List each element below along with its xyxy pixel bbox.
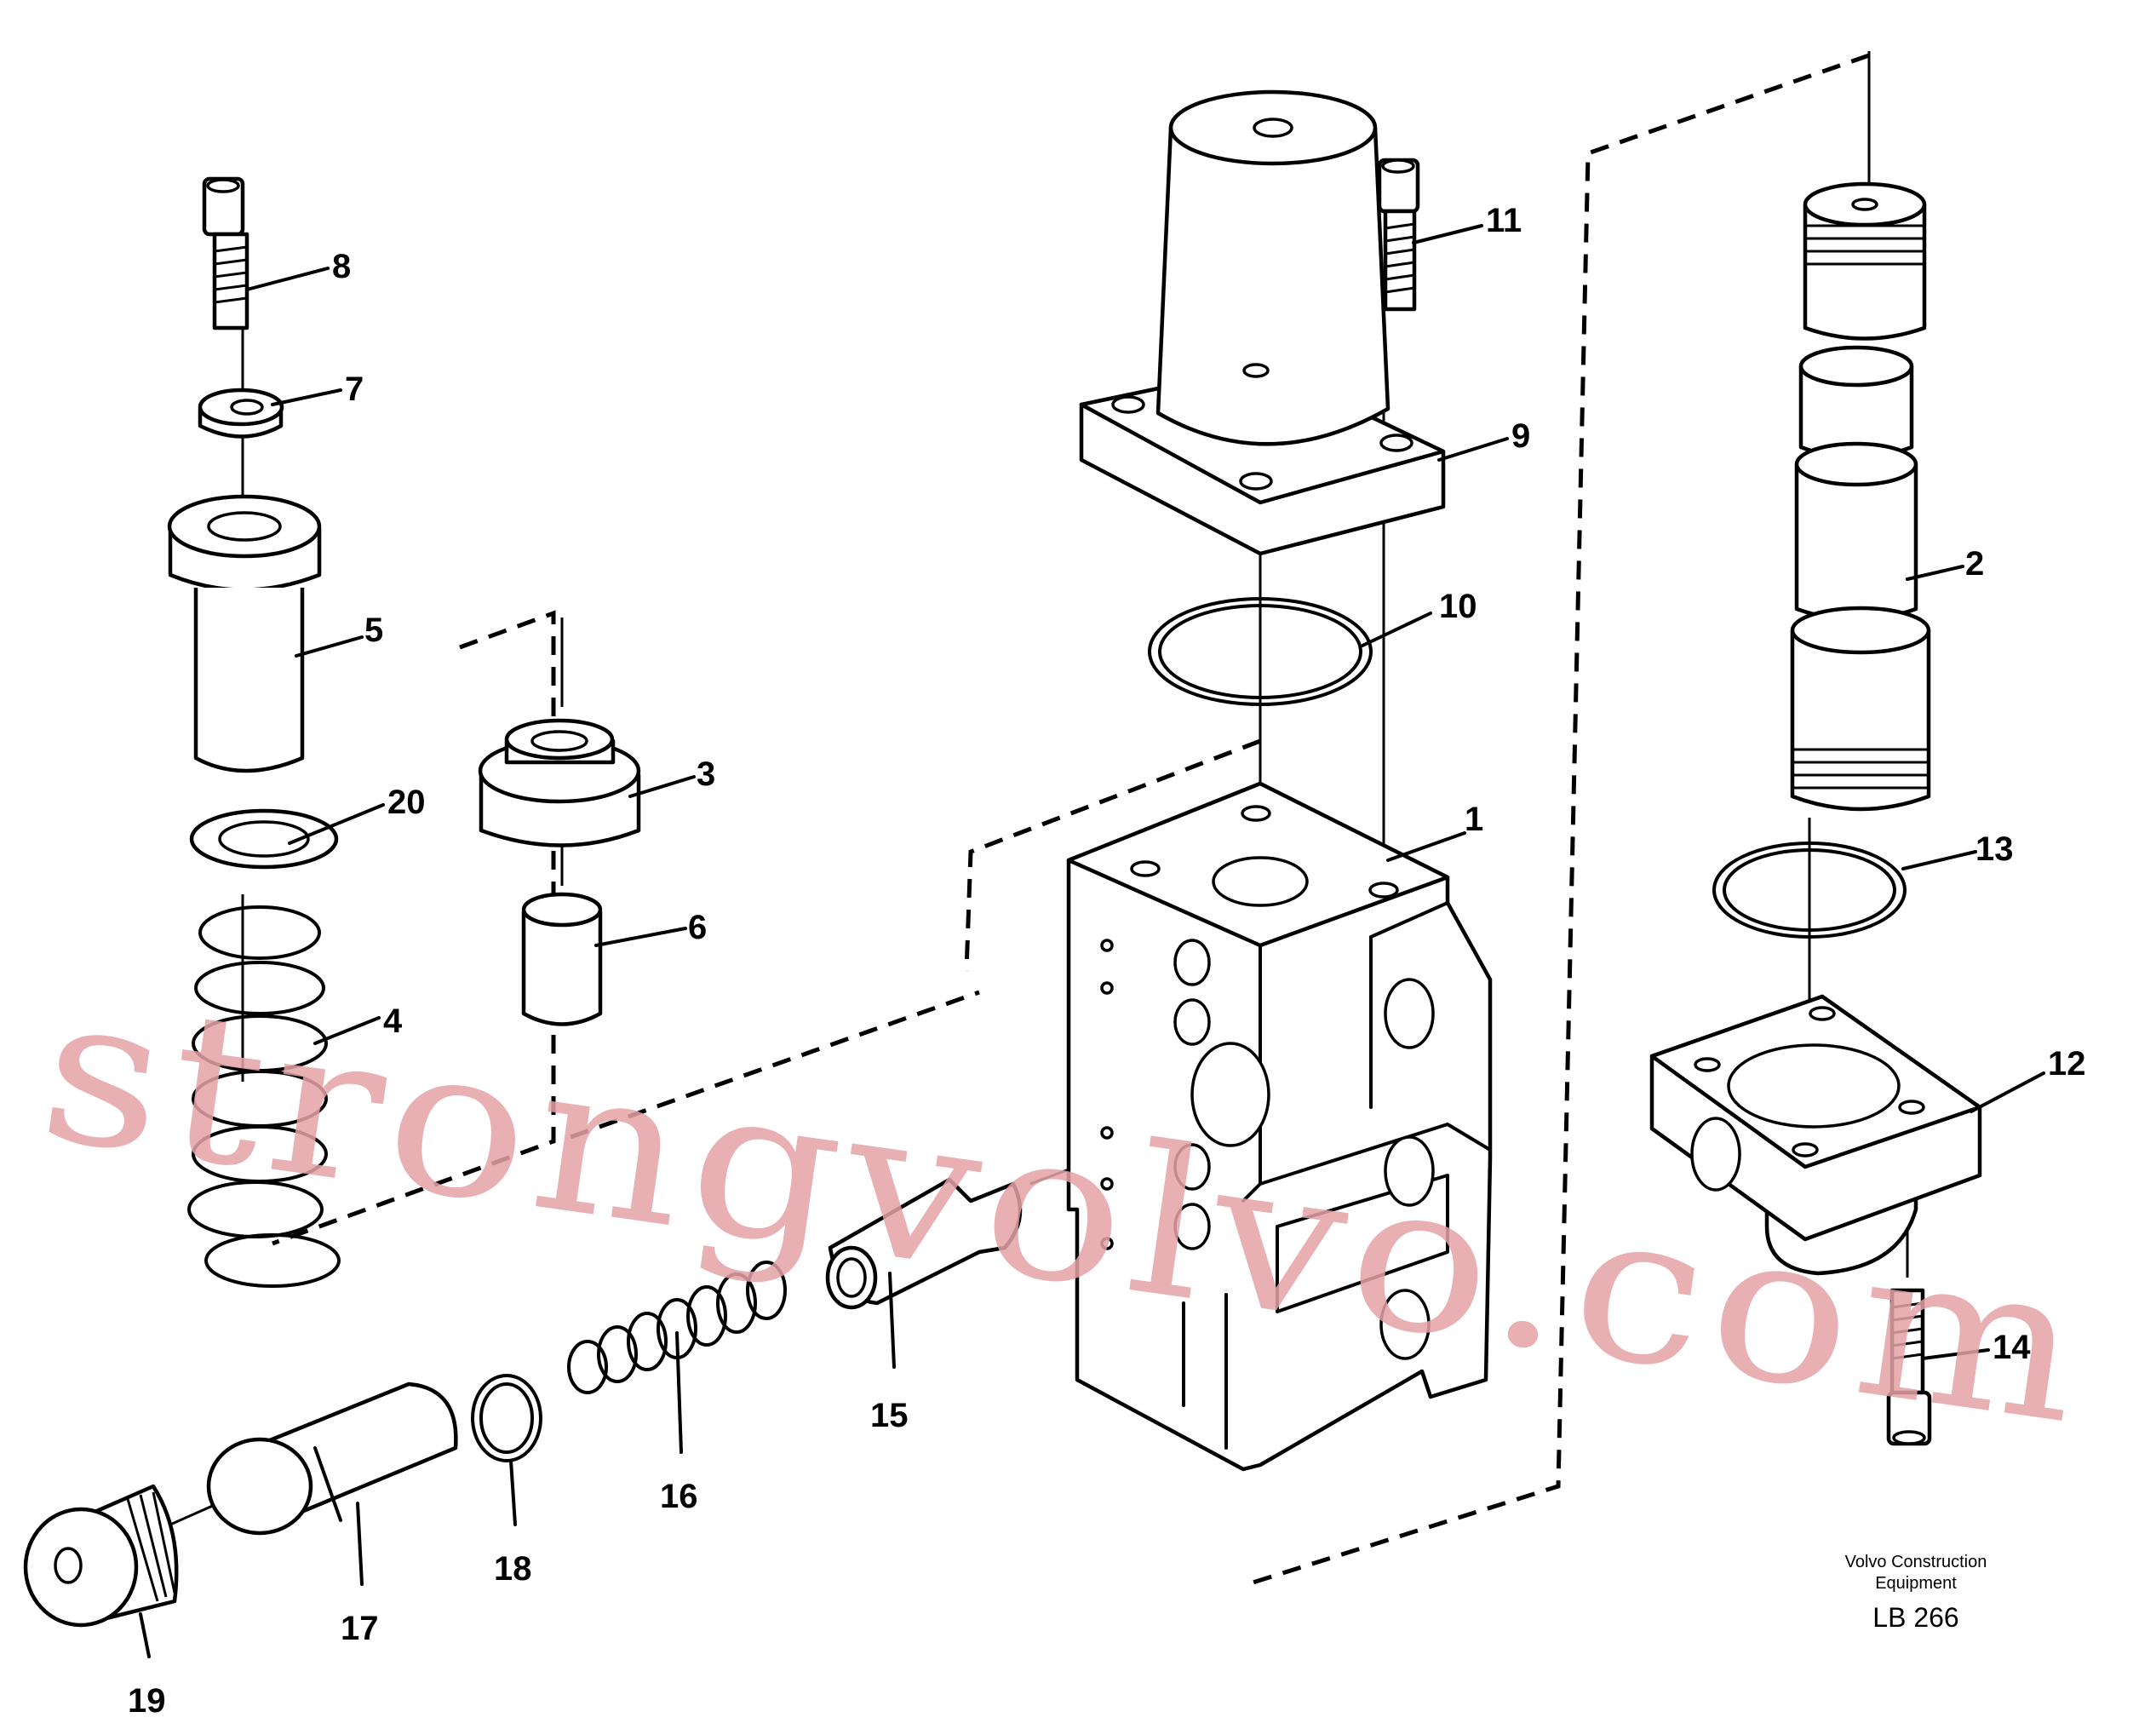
callout-20: 20	[387, 784, 426, 821]
part-11-screw	[1377, 158, 1420, 312]
callout-2: 2	[1965, 545, 1984, 583]
callout-19: 19	[128, 1682, 166, 1720]
part-9-cover	[1079, 89, 1446, 556]
credit-line-2: Equipment	[1875, 1574, 1957, 1593]
callout-14: 14	[1993, 1329, 2031, 1366]
part-1-valve-housing	[1066, 781, 1493, 1472]
part-7-washer	[198, 388, 284, 439]
callout-8: 8	[332, 248, 351, 285]
callout-numbers: 1 2 3 4 5 6 7 8 9 10 11 12 13 14 15 16 1…	[128, 202, 2086, 1720]
part-19-plug	[23, 1484, 179, 1628]
callout-6: 6	[688, 909, 707, 946]
part-15-sleeve	[825, 1177, 1023, 1310]
credit-block: Volvo Construction Equipment LB 266	[1845, 1553, 1987, 1633]
callout-7: 7	[345, 370, 364, 408]
callout-16: 16	[660, 1478, 698, 1515]
part-17-piston	[206, 1381, 458, 1536]
callout-11: 11	[1486, 202, 1522, 239]
callout-4: 4	[383, 1002, 403, 1040]
callout-5: 5	[364, 612, 383, 649]
callout-12: 12	[2048, 1045, 2086, 1083]
callout-13: 13	[1975, 830, 2014, 868]
part-8-cap-screw	[202, 176, 249, 330]
callout-3: 3	[697, 755, 715, 793]
callout-10: 10	[1439, 588, 1477, 625]
callout-15: 15	[870, 1397, 909, 1434]
dashed-assembly-lines	[272, 53, 1870, 1588]
part-13-o-ring	[1712, 842, 1907, 939]
drawing-code: LB 266	[1872, 1602, 1958, 1633]
part-4-spring	[187, 905, 341, 1288]
part-18-o-ring	[471, 1374, 542, 1462]
part-10-o-ring	[1148, 597, 1373, 706]
part-3-bushing	[478, 718, 641, 847]
part-5-sleeve	[167, 494, 322, 773]
credit-line-1: Volvo Construction	[1845, 1553, 1987, 1571]
part-16-spring	[567, 1261, 787, 1394]
part-20-washer	[189, 808, 339, 870]
leader-lines	[139, 224, 2045, 1658]
part-12-flange	[1649, 994, 1982, 1276]
part-14-screw	[1886, 1288, 1932, 1446]
callout-9: 9	[1511, 417, 1530, 455]
callout-18: 18	[494, 1550, 532, 1588]
part-2-spool	[1790, 181, 1931, 812]
part-6-pin	[521, 892, 603, 1026]
callout-1: 1	[1465, 801, 1483, 838]
callout-17: 17	[341, 1610, 379, 1647]
